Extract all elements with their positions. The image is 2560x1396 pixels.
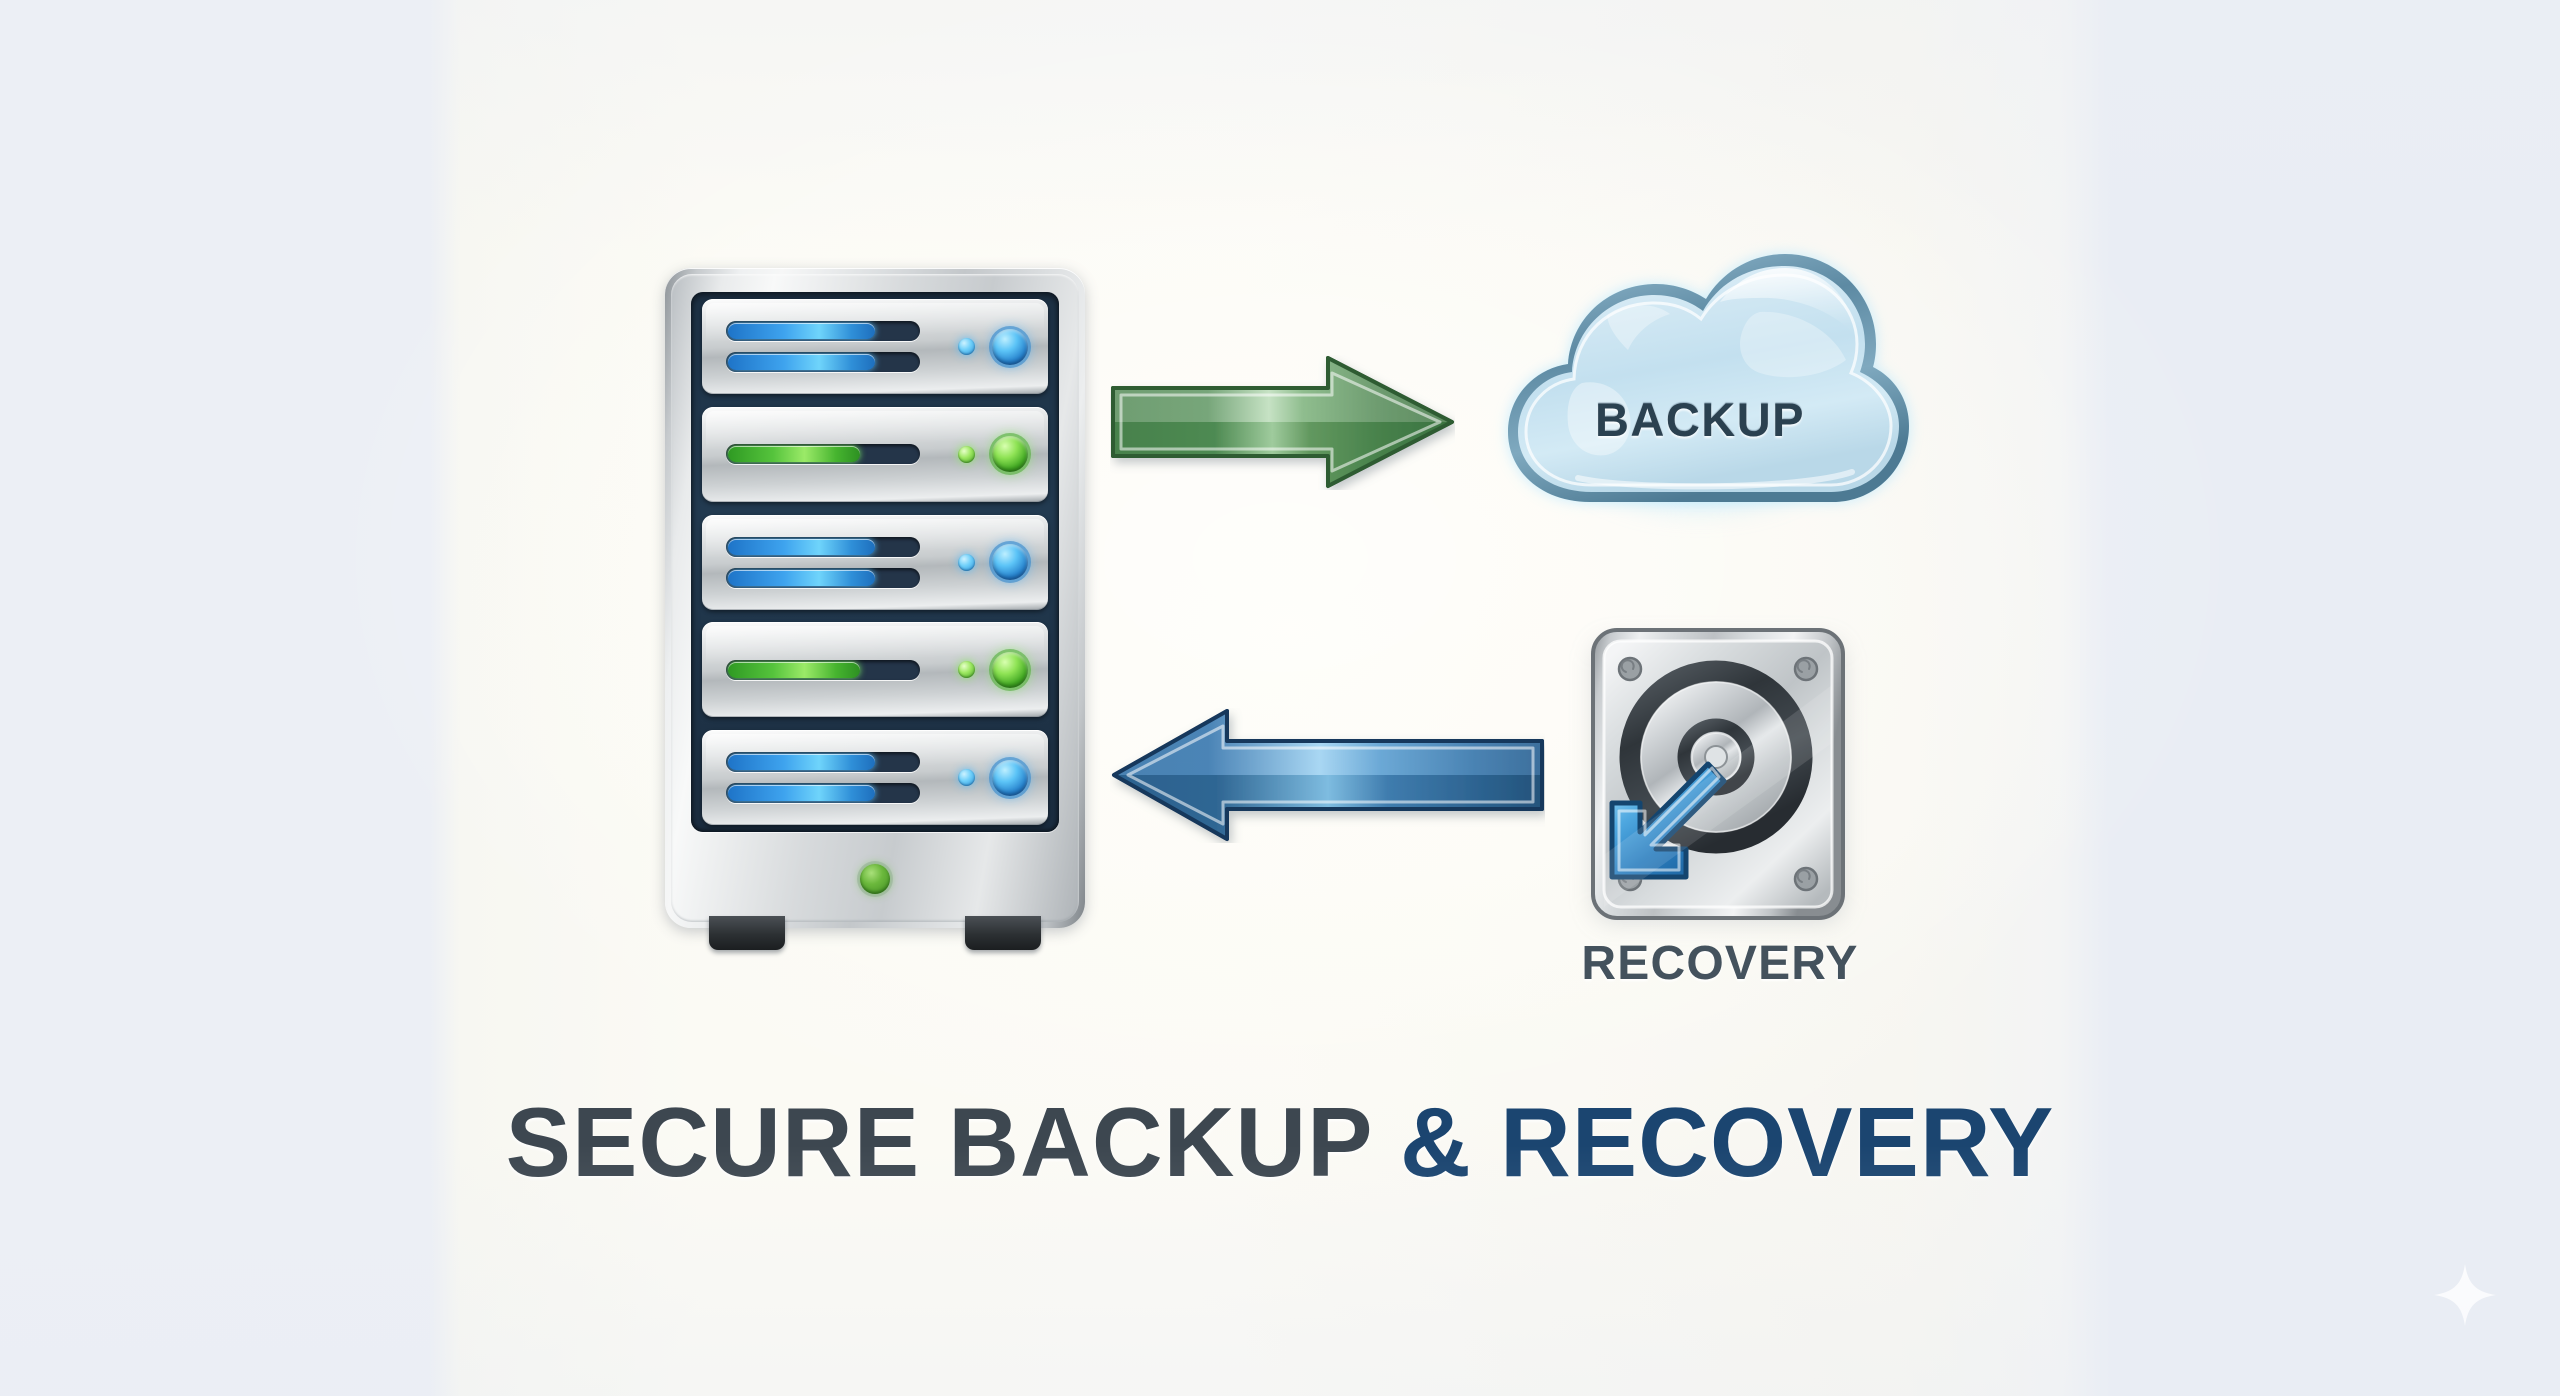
bay-led-group	[938, 328, 1048, 365]
bay-progress-bar	[726, 536, 920, 557]
bay-large-led-icon	[992, 544, 1028, 580]
bay-bar-group	[702, 659, 938, 680]
bay-large-led-icon	[992, 759, 1028, 796]
bay-progress-bar	[726, 752, 920, 772]
title-part-recovery: & RECOVERY	[1399, 1087, 2055, 1197]
power-led-icon[interactable]	[860, 864, 890, 894]
bay-progress-bar	[726, 659, 920, 680]
recovery-arrow-left-icon[interactable]	[1110, 708, 1545, 843]
bay-bar-group	[702, 444, 938, 465]
server-foot-left	[709, 916, 785, 950]
bay-large-led-icon	[992, 651, 1028, 688]
bay-progress-bar	[726, 783, 920, 803]
bay-small-led-icon	[958, 769, 975, 786]
bay-progress-bar	[726, 444, 920, 465]
bay-large-led-icon	[992, 436, 1028, 473]
bay-small-led-icon	[958, 338, 975, 355]
server-bay[interactable]	[702, 514, 1048, 610]
bay-progress-bar	[726, 567, 920, 588]
recovery-label: RECOVERY	[1581, 937, 1859, 990]
bay-small-led-icon	[958, 661, 975, 679]
bay-small-led-icon	[958, 445, 975, 463]
server-bay[interactable]	[702, 730, 1048, 825]
bay-led-group	[938, 651, 1048, 688]
server-bay-stack	[691, 292, 1059, 832]
bay-bar-group	[702, 321, 938, 372]
bay-progress-bar	[726, 352, 920, 372]
bay-large-led-icon	[992, 328, 1028, 365]
sparkle-icon	[2432, 1262, 2498, 1328]
server-tower-icon[interactable]	[635, 268, 1115, 988]
hard-disk-drive-icon[interactable]	[1588, 625, 1848, 925]
server-foot-right	[965, 916, 1041, 950]
bay-bar-group	[702, 752, 938, 803]
cloud-label: BACKUP	[1594, 393, 1806, 446]
server-bay[interactable]	[702, 622, 1048, 718]
server-bay[interactable]	[702, 406, 1048, 502]
bay-progress-bar	[726, 321, 920, 341]
bay-led-group	[938, 759, 1048, 796]
bay-small-led-icon	[958, 553, 975, 571]
bay-led-group	[938, 544, 1048, 580]
backup-arrow-right-icon[interactable]	[1110, 355, 1455, 490]
title-part-secure-backup: SECURE BACKUP	[505, 1087, 1400, 1197]
server-bay[interactable]	[702, 299, 1048, 394]
bay-bar-group	[702, 536, 938, 588]
cloud-icon[interactable]: BACKUP	[1470, 240, 1930, 540]
bay-led-group	[938, 436, 1048, 473]
page-title: SECURE BACKUP & RECOVERY	[0, 1086, 2560, 1199]
